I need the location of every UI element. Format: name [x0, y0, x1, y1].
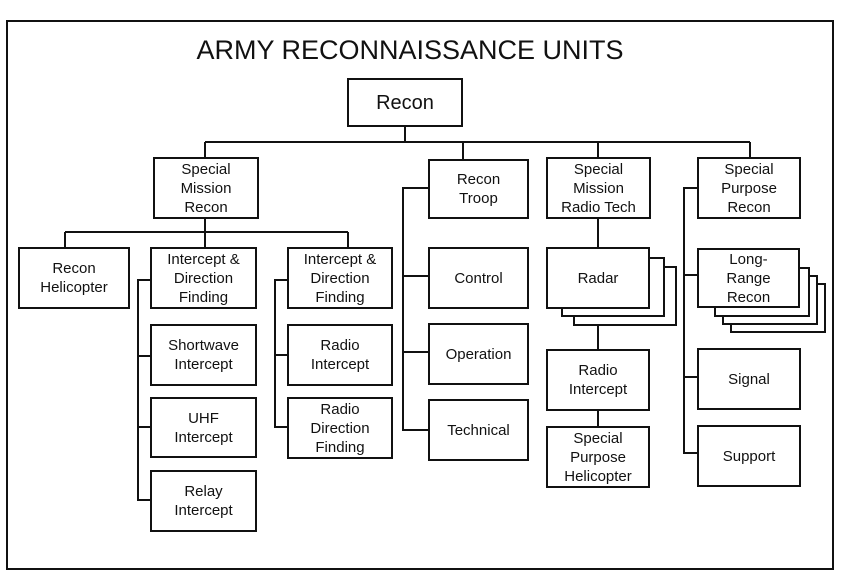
connector-spr — [683, 187, 698, 454]
node-long-range-recon: Long- Range Recon — [697, 248, 800, 308]
node-uhf-intercept: UHF Intercept — [150, 397, 257, 458]
node-radio-direction-finding: Radio Direction Finding — [287, 397, 393, 459]
node-recon-helicopter: Recon Helicopter — [18, 247, 130, 309]
node-recon-troop: Recon Troop — [428, 159, 529, 219]
connector-root — [204, 126, 751, 160]
node-operation: Operation — [428, 323, 529, 385]
node-technical: Technical — [428, 399, 529, 461]
node-recon: Recon — [347, 78, 463, 127]
node-special-mission-recon: Special Mission Recon — [153, 157, 259, 219]
node-control: Control — [428, 247, 529, 309]
node-relay-intercept: Relay Intercept — [150, 470, 257, 532]
connector-smr — [64, 218, 349, 248]
node-radio-intercept-a: Radio Intercept — [287, 324, 393, 386]
node-radar: Radar — [546, 247, 650, 309]
connector-idf2 — [274, 279, 287, 428]
node-shortwave-intercept: Shortwave Intercept — [150, 324, 257, 386]
node-special-purpose-helicopter: Special Purpose Helicopter — [546, 426, 650, 488]
node-intercept-df-2: Intercept & Direction Finding — [287, 247, 393, 309]
diagram-frame — [6, 20, 834, 570]
node-special-purpose-recon: Special Purpose Recon — [697, 157, 801, 219]
node-special-mission-radio-tech: Special Mission Radio Tech — [546, 157, 651, 219]
connector-idf1 — [137, 279, 150, 501]
connector-troop — [402, 187, 430, 431]
node-signal: Signal — [697, 348, 801, 410]
diagram-title: ARMY RECONNAISSANCE UNITS — [196, 35, 624, 65]
node-radio-intercept-b: Radio Intercept — [546, 349, 650, 411]
node-support: Support — [697, 425, 801, 487]
node-intercept-df-1: Intercept & Direction Finding — [150, 247, 257, 309]
